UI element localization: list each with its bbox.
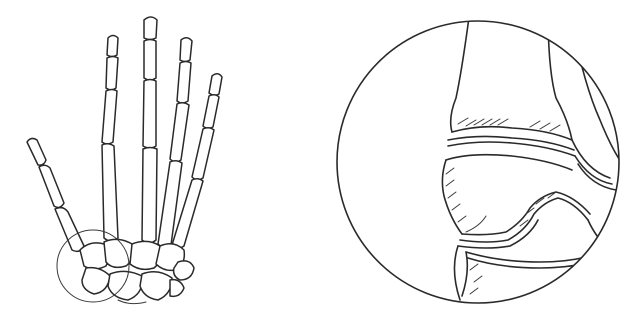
carpal-bones: [80, 239, 194, 303]
joint-detail-icon: [337, 10, 621, 303]
index-finger-bones: [102, 36, 118, 242]
hand-skeleton-icon: [27, 17, 222, 304]
middle-finger-bones: [142, 17, 157, 243]
